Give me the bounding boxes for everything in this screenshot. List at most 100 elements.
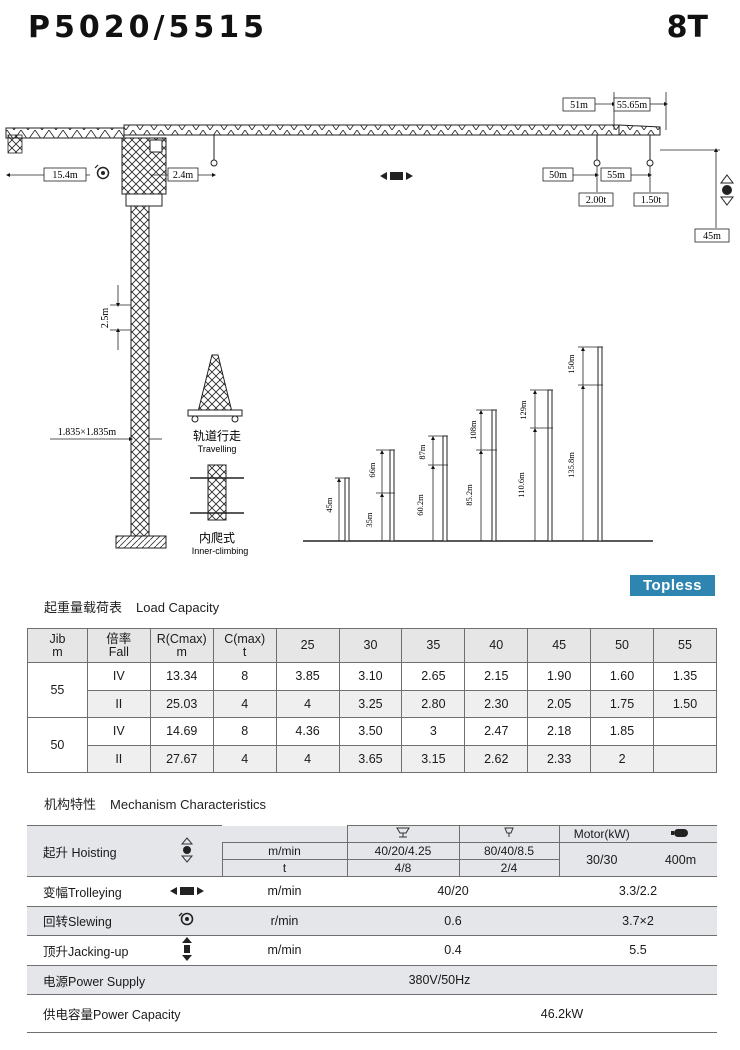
jacking-motor: 5.5 [559,935,717,966]
fall-2-icon [458,825,560,843]
four-fall-hook-icon [396,827,410,837]
cell-value [652,744,718,773]
height-129m: 129m [518,400,528,420]
dim-55m: 55m [607,170,625,181]
slewing-icon [178,912,194,926]
trolleying-unit: m/min [222,876,347,907]
hoisting-label: 起升 Hoisting [27,825,152,877]
travelling-en: Travelling [198,444,237,454]
header-radius-30: 30 [338,628,403,663]
hooks [210,135,654,167]
two-fall-hook-icon [504,827,514,837]
tower-mast [115,205,167,549]
rope-drum-icon [644,825,717,843]
slewing-unit [121,137,167,207]
cell-cmax: 8 [212,717,277,746]
hoisting-icon [180,836,193,863]
cell-value: 1.60 [590,662,654,691]
crane-diagram: 51m 55.65m 15.4m 2.4m 50m 55m 2.00t [5,92,734,556]
table-row: 50 IV 14.69 8 4.36 3.50 3 2.47 2.18 1.85 [27,717,718,773]
model-title: P5020/5515 [28,10,268,45]
height-110-6m: 110.6m [516,472,526,498]
jib-55: 55 [27,662,88,718]
slewing-motor: 3.7×2 [559,906,717,937]
cell-value: 2.18 [527,717,592,746]
trolley-dims: 50m 55m 2.00t 1.50t [542,166,669,207]
slewing-icon [94,164,110,180]
cell-fall: II [86,689,151,718]
header-rmax: R(Cmax)m [149,628,214,663]
cell-value: 1.75 [590,689,654,718]
height-150m: 150m [566,354,576,374]
mast-6: 150m 135.8m [566,346,603,542]
mechanism-heading: 机构特性 Mechanism Characteristics [44,794,266,813]
trolley-arrows-icon [170,886,204,895]
load-capacity-title-cn: 起重量载荷表 [44,600,123,615]
hoisting-speed-4: 40/20/4.25 [346,842,460,860]
cell-value: 1.35 [652,662,718,691]
section-dim: 2.5m [100,285,131,350]
height-60-2m: 60.2m [415,494,425,516]
cell-value: 3.10 [338,662,403,691]
trolleying-row: 变幅Trolleying m/min 40/20 3.3/2.2 [27,876,717,907]
cell-value: 2.33 [527,744,592,773]
motor-header: Motor(kW) [558,825,644,843]
jacking-label: 顶升Jacking-up [27,935,152,966]
trolleying-label: 变幅Trolleying [27,876,152,907]
mast-4: 108m 85.2m [464,409,497,542]
table-row: II 25.03 4 4 3.25 2.80 2.30 2.05 1.75 1.… [28,689,718,718]
cell-value: 2.47 [464,717,529,746]
inner-climbing-en: Inner-climbing [192,546,249,556]
counter-jib-dims: 15.4m 2.4m [6,167,216,182]
slewing-row-icon [152,906,222,937]
jib-length-dims: 51m 55.65m [562,92,668,130]
cell-rmax: 27.67 [149,744,214,773]
trolleying-value: 40/20 [347,876,559,907]
hoisting-icon [720,174,734,206]
height-45m: 45m [324,497,334,513]
load-1-50t: 1.50t [641,195,662,206]
dim-1-835m: 1.835×1.835m [58,427,117,438]
cell-value: 3.85 [275,662,340,691]
power-capacity-label: 供电容量Power Capacity [27,994,347,1034]
hoisting-load-row: t 4/8 2/4 [27,859,717,877]
trolleying-icon [152,876,222,907]
cell-value: 3.15 [401,744,466,773]
cell-value: 2.05 [527,689,592,718]
power-capacity-value: 46.2kW [347,994,717,1034]
height-135-8m: 135.8m [566,452,576,478]
cell-rmax: 25.03 [149,689,214,718]
cell-value: 2.65 [401,662,466,691]
height-87m: 87m [417,444,427,460]
main-jib [123,124,661,136]
cell-cmax: 8 [212,662,277,691]
inner-climbing-cn: 内爬式 [199,531,235,545]
travelling-sketch: 轨道行走 Travelling [187,354,243,454]
jacking-icon [182,936,192,961]
header-radius-50: 50 [590,628,654,663]
trolley-arrows-icon [380,172,413,180]
mechanism-title-cn: 机构特性 [44,797,97,812]
dim-15-4m: 15.4m [52,170,78,181]
header-radius-40: 40 [464,628,529,663]
mast-2: 66m 35m [364,449,395,542]
cell-value: 2.80 [401,689,466,718]
cell-value: 3.50 [338,717,403,746]
cell-fall: II [86,744,151,773]
cell-value: 1.85 [590,717,654,746]
cell-value: 4 [275,689,340,718]
dim-2-5m: 2.5m [100,308,111,329]
cell-value: 3.25 [338,689,403,718]
hoisting-row-icon [152,825,222,877]
cell-rmax: 13.34 [149,662,214,691]
mechanism-title-en: Mechanism Characteristics [110,797,267,812]
height-108m: 108m [468,420,478,440]
cell-value: 4 [275,744,340,773]
mast-section-dim: 1.835×1.835m [50,427,162,441]
jacking-value: 0.4 [347,935,559,966]
slewing-row: 回转Slewing r/min 0.6 3.7×2 [27,906,717,937]
slewing-unit: r/min [222,906,347,937]
hoisting-load-unit: t [221,859,348,877]
